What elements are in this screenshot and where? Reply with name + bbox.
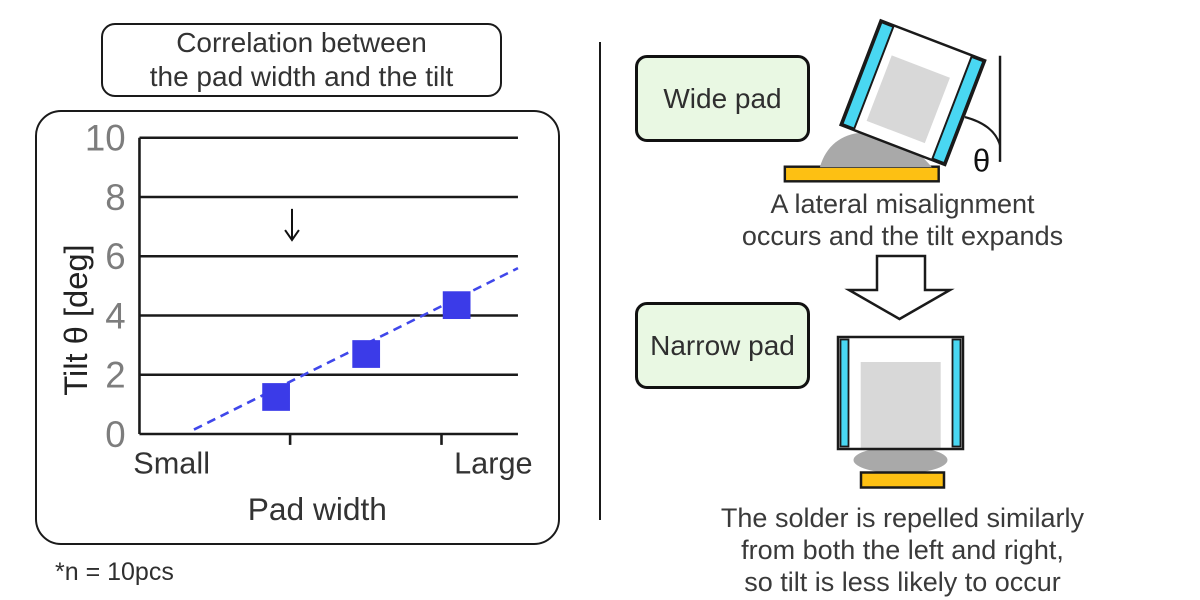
right-electrode xyxy=(931,55,985,165)
component-core xyxy=(866,55,950,144)
component-core-narrow xyxy=(860,362,941,449)
theta-symbol: θ xyxy=(973,144,990,179)
chart-title-box: Correlation between the pad width and th… xyxy=(101,23,502,97)
y-tick-label: 10 xyxy=(85,118,126,159)
x-category-label: Small xyxy=(133,446,210,481)
narrow-pad-label: Narrow pad xyxy=(650,329,795,361)
component-outline-narrow xyxy=(836,335,965,451)
narrow-pad-label-box: Narrow pad xyxy=(635,302,810,389)
x-category-label: Large xyxy=(454,446,533,481)
wide-pad-label: Wide pad xyxy=(663,82,782,114)
vertical-divider xyxy=(599,42,601,520)
chart-title: Correlation between the pad width and th… xyxy=(149,27,454,92)
y-tick-label: 2 xyxy=(105,355,125,396)
down-arrow-icon xyxy=(844,254,955,321)
solder-fillet-narrow xyxy=(853,446,948,474)
data-point xyxy=(352,340,381,368)
data-point xyxy=(442,291,471,320)
tilted-component xyxy=(838,18,987,167)
y-tick-label: 6 xyxy=(105,236,125,277)
down-arrow-shape xyxy=(844,254,955,321)
wide-pad-illustration: θ xyxy=(783,18,1002,183)
narrow-pad-illustration xyxy=(836,335,965,489)
solder-fillet-wide xyxy=(819,132,932,168)
narrow-pad-caption: The solder is repelled similarly from bo… xyxy=(720,503,1085,597)
left-electrode-narrow xyxy=(839,338,850,448)
y-tick-label: 0 xyxy=(105,414,125,455)
solder-pad-wide xyxy=(783,165,940,183)
tilt-angle-arc xyxy=(964,116,1002,146)
x-axis-title: Pad width xyxy=(248,491,387,527)
data-point xyxy=(262,383,290,411)
left-electrode xyxy=(841,21,895,130)
wide-pad-caption: A lateral misalignment occurs and the ti… xyxy=(741,189,1064,251)
wide-pad-label-box: Wide pad xyxy=(635,55,810,142)
y-tick-label: 4 xyxy=(105,295,125,336)
annotation-arrow-head xyxy=(284,229,300,242)
y-tick-label: 8 xyxy=(105,177,125,218)
y-axis-title: Tilt θ [deg] xyxy=(57,244,94,395)
right-electrode-narrow xyxy=(951,338,962,448)
solder-pad-narrow xyxy=(859,471,946,489)
sample-size-note: *n = 10pcs xyxy=(55,558,174,586)
